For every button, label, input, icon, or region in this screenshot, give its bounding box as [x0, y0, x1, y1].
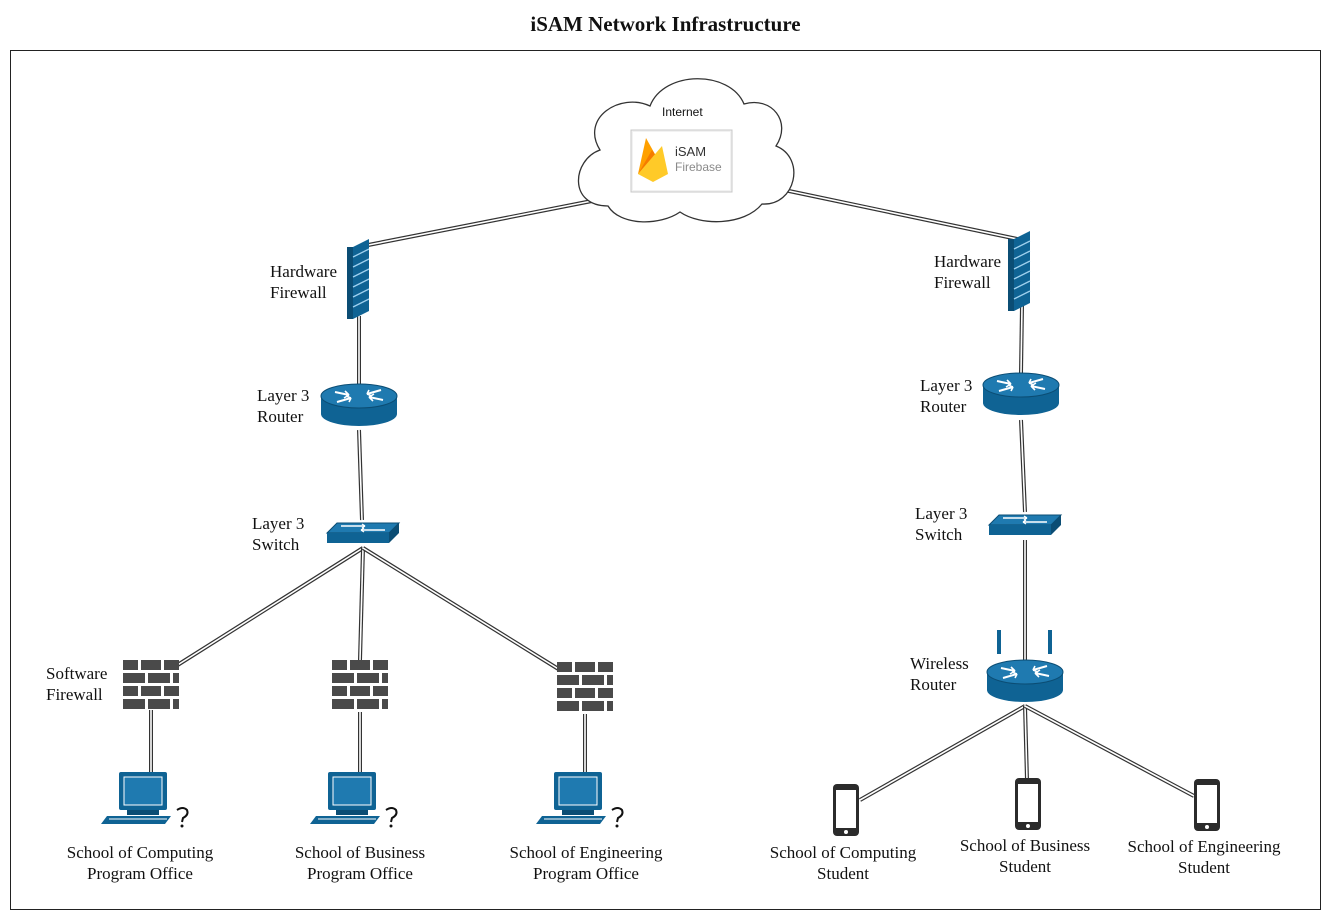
software-firewall-engineering-icon: [557, 662, 613, 711]
software-firewall-business-icon: [332, 660, 388, 709]
link-cloud-right-firewall: [769, 185, 1023, 242]
link-right-router-switch: [1019, 419, 1027, 513]
left-router-icon: [320, 383, 398, 427]
left-switch-icon: [326, 522, 400, 544]
link-cloud-left-firewall: [357, 197, 603, 249]
cloud-label: Internet: [662, 105, 703, 119]
phone-engineering-icon: [1194, 779, 1220, 831]
link-switch-fw-engineering: [361, 546, 562, 672]
link-wireless-phone-engineering: [1024, 704, 1195, 798]
wireless-router-icon: [986, 630, 1064, 703]
software-firewall-computing-icon: [123, 660, 179, 709]
service-platform: Firebase: [675, 160, 722, 174]
link-switch-fw-business: [358, 547, 365, 661]
workstation-computing-icon: [100, 771, 189, 829]
firebase-flame-icon: [638, 138, 668, 182]
link-right-firewall-router: [1019, 305, 1024, 374]
workstation-business-icon: [309, 771, 398, 829]
left-hardware-firewall-icon: [346, 238, 370, 320]
diagram-frame: [10, 50, 1321, 910]
network-links: [149, 185, 1195, 802]
link-wireless-phone-business: [1023, 705, 1029, 781]
diagram-title: iSAM Network Infrastructure: [530, 12, 801, 36]
link-switch-fw-computing: [174, 546, 365, 668]
workstation-engineering-icon: [535, 771, 624, 829]
phone-computing-icon: [833, 784, 859, 836]
right-router-icon: [982, 372, 1060, 416]
right-switch-icon: [988, 514, 1062, 536]
phone-business-icon: [1015, 778, 1041, 830]
link-left-router-switch: [357, 429, 364, 521]
link-wireless-phone-computing: [859, 704, 1026, 802]
right-hardware-firewall-icon: [1007, 230, 1031, 312]
service-name: iSAM: [675, 144, 707, 159]
